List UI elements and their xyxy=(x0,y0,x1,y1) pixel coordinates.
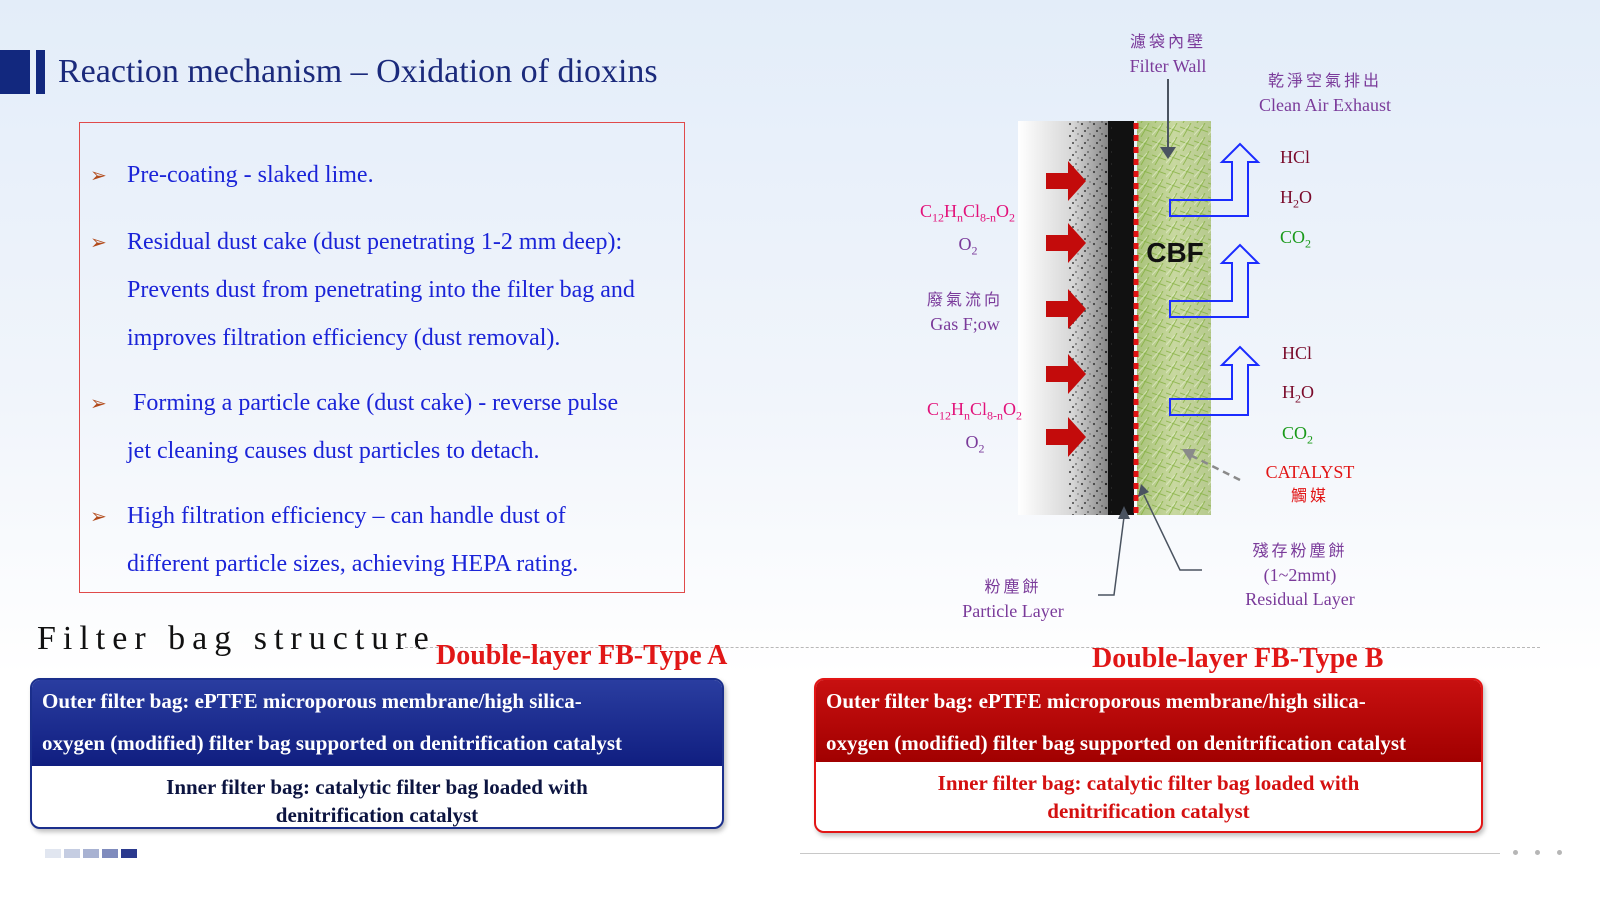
footer-square xyxy=(102,849,118,858)
bullet-item: ➢ Residual dust cake (dust penetrating 1… xyxy=(90,218,680,362)
outflow-arrow xyxy=(1169,345,1261,416)
catalyst-pointer-head xyxy=(1182,449,1196,461)
particle-layer-leader xyxy=(1098,516,1125,596)
section-divider xyxy=(405,647,1540,648)
outflow-arrow xyxy=(1169,142,1261,217)
catalyst-pointer xyxy=(1185,451,1241,482)
footer-dot xyxy=(1513,850,1518,855)
bullet-item: ➢ High filtration efficiency – can handl… xyxy=(90,492,680,588)
product-co2: CO2 xyxy=(1282,423,1314,447)
product-water: H2O xyxy=(1280,187,1312,211)
bullet-line: improves filtration efficiency (dust rem… xyxy=(127,325,561,351)
oxygen-formula: O2 xyxy=(965,432,985,456)
reactant-formula: C12HnCl8-nO2 xyxy=(919,201,1016,225)
residual-layer-leader xyxy=(1143,494,1202,571)
type-b-structure-box: Outer filter bag: ePTFE microporous memb… xyxy=(814,678,1483,833)
product-water: H2O xyxy=(1282,382,1314,406)
bullet-line: jet cleaning causes dust particles to de… xyxy=(127,438,540,464)
footer-square xyxy=(64,849,80,858)
arrowhead-bullet-icon: ➢ xyxy=(90,230,107,254)
type-a-structure-box: Outer filter bag: ePTFE microporous memb… xyxy=(30,678,724,829)
arrowhead-bullet-icon: ➢ xyxy=(90,504,107,528)
type-a-inner-bag: Inner filter bag: catalytic filter bag l… xyxy=(166,775,588,827)
gas-flow-label: 廢氣流向 Gas F;ow xyxy=(926,290,1003,334)
gas-arrow xyxy=(1046,417,1086,457)
bullet-item: ➢ Forming a particle cake (dust cake) - … xyxy=(90,379,680,475)
particle-layer-label: 粉塵餅 Particle Layer xyxy=(962,577,1064,621)
bullet-item: ➢ Pre-coating - slaked lime. xyxy=(90,151,680,199)
type-a-title: Double-layer FB-Type A xyxy=(436,640,728,671)
product-hcl: HCl xyxy=(1280,147,1311,167)
type-b-outer-bag: Outer filter bag: ePTFE microporous memb… xyxy=(816,680,1481,762)
product-hcl: HCl xyxy=(1282,343,1313,363)
gas-arrow xyxy=(1046,289,1086,329)
clean-air-label: 乾淨空氣排出 Clean Air Exhaust xyxy=(1259,71,1391,115)
footer-square xyxy=(83,849,99,858)
arrowhead-bullet-icon: ➢ xyxy=(90,163,107,187)
title-accent-bar-thin xyxy=(36,50,45,94)
bullet-line: Forming a particle cake (dust cake) - re… xyxy=(127,390,619,416)
reactant-formula: C12HnCl8-nO2 xyxy=(926,399,1023,423)
residual-layer-leader-head xyxy=(1138,484,1149,497)
gas-arrow xyxy=(1046,223,1086,263)
page-title: Reaction mechanism – Oxidation of dioxin… xyxy=(58,53,658,90)
bullet-line: Prevents dust from penetrating into the … xyxy=(127,277,635,303)
footer-dot xyxy=(1535,850,1540,855)
product-co2: CO2 xyxy=(1280,227,1312,251)
diagram-graphic xyxy=(1018,79,1261,596)
filter-mechanism-diagram: 濾袋內壁 Filter Wall 乾淨空氣排出 Clean Air Exhaus… xyxy=(900,25,1440,645)
bullet-line: different particle sizes, achieving HEPA… xyxy=(127,551,579,577)
gas-arrow xyxy=(1046,354,1086,394)
catalyst-label: CATALYST 觸媒 xyxy=(1265,462,1355,505)
bullet-box: ➢ Pre-coating - slaked lime. ➢ Residual … xyxy=(79,122,685,593)
filter-wall-label: 濾袋內壁 Filter Wall xyxy=(1129,32,1207,76)
type-b-inner-bag: Inner filter bag: catalytic filter bag l… xyxy=(937,771,1360,823)
bullet-line: Pre-coating - slaked lime. xyxy=(127,162,374,188)
particle-layer-band xyxy=(1100,121,1112,515)
section-title: Filter bag structure xyxy=(37,620,436,657)
residual-layer-label: 殘存粉塵餅 (1~2mmt) Residual Layer xyxy=(1245,541,1355,609)
filter-wall-pointer-head xyxy=(1160,147,1176,159)
type-a-outer-bag: Outer filter bag: ePTFE microporous memb… xyxy=(32,680,722,766)
footer-dot xyxy=(1557,850,1562,855)
footer-line xyxy=(800,853,1500,854)
gas-arrow xyxy=(1046,161,1086,201)
outflow-arrow xyxy=(1169,243,1261,318)
type-b-title: Double-layer FB-Type B xyxy=(1092,643,1384,674)
particle-layer-leader-head xyxy=(1118,506,1130,519)
residual-layer-band xyxy=(1108,121,1134,515)
bullet-line: High filtration efficiency – can handle … xyxy=(127,503,566,529)
bullet-line: Residual dust cake (dust penetrating 1-2… xyxy=(127,229,623,255)
cbf-label: CBF xyxy=(1146,237,1204,268)
footer-square xyxy=(45,849,61,858)
arrowhead-bullet-icon: ➢ xyxy=(90,391,107,415)
footer-square xyxy=(121,849,137,858)
title-accent-bar xyxy=(0,50,30,94)
oxygen-formula: O2 xyxy=(958,234,978,258)
